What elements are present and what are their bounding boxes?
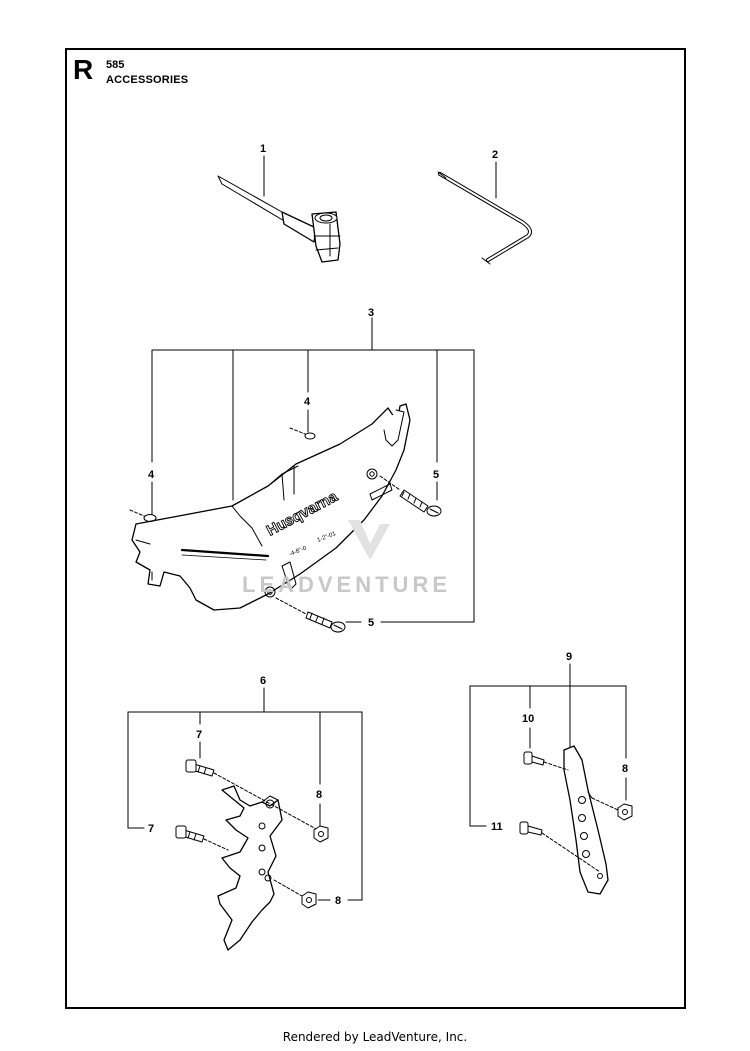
callout-7-lower: 7 bbox=[148, 823, 154, 835]
o-ring-lower[interactable] bbox=[129, 509, 157, 522]
callout-8-upper: 8 bbox=[316, 789, 322, 801]
callout-8-plate: 8 bbox=[622, 763, 628, 775]
callout-6: 6 bbox=[260, 675, 266, 687]
callout-2: 2 bbox=[492, 149, 498, 161]
callout-11: 11 bbox=[491, 821, 503, 833]
hex-key[interactable] bbox=[437, 171, 532, 265]
o-ring-upper[interactable] bbox=[289, 427, 316, 440]
callout-7-upper: 7 bbox=[196, 729, 202, 741]
side-plate-nut[interactable] bbox=[591, 797, 633, 821]
callout-5-upper: 5 bbox=[433, 469, 439, 481]
callout-4-upper: 4 bbox=[304, 396, 311, 408]
callout-4-lower: 4 bbox=[148, 469, 155, 481]
side-plate-bolt-lower[interactable] bbox=[519, 821, 601, 873]
side-plate-bolt-upper[interactable] bbox=[523, 751, 569, 771]
section-title: ACCESSORIES bbox=[106, 74, 189, 86]
callout-8-lower: 8 bbox=[335, 895, 341, 907]
callout-9: 9 bbox=[566, 651, 572, 663]
section-letter: R bbox=[73, 54, 94, 85]
screw-upper[interactable] bbox=[379, 475, 442, 517]
bumper-spike[interactable] bbox=[217, 785, 283, 951]
watermark-logo bbox=[348, 520, 390, 560]
section-number: 585 bbox=[106, 59, 125, 71]
diagram-frame bbox=[65, 48, 686, 1009]
callout-5-lower: 5 bbox=[368, 617, 374, 629]
bumper-bolt-upper[interactable] bbox=[185, 759, 319, 831]
watermark-text: LEADVENTURE bbox=[242, 572, 451, 597]
callout-1: 1 bbox=[260, 143, 266, 155]
chain-guard[interactable] bbox=[131, 403, 411, 611]
footer-credit: Rendered by LeadVenture, Inc. bbox=[282, 1030, 468, 1044]
side-plate[interactable] bbox=[563, 745, 609, 895]
callout-10: 10 bbox=[522, 713, 534, 725]
screw-lower[interactable] bbox=[275, 597, 362, 633]
bumper-nut-upper[interactable] bbox=[313, 825, 329, 843]
combination-wrench[interactable] bbox=[217, 175, 341, 263]
callout-3: 3 bbox=[368, 307, 374, 319]
bumper-nut-lower[interactable] bbox=[273, 879, 317, 909]
bumper-bolt-lower[interactable] bbox=[175, 825, 229, 851]
